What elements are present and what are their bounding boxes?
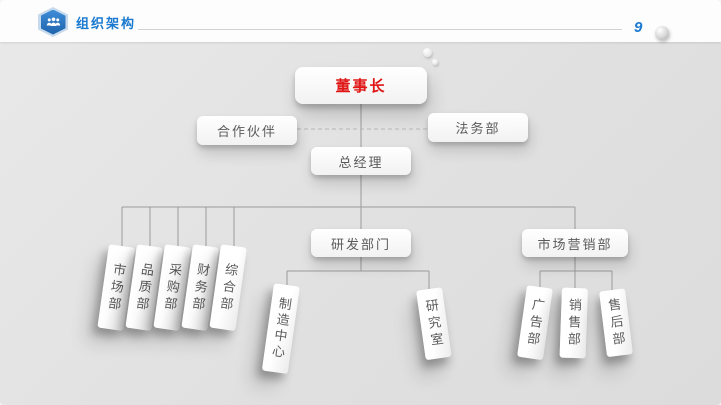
bubble-decoration (432, 59, 438, 65)
org-node-partners: 合作伙伴 (197, 116, 297, 145)
org-node-rd-department: 研发部门 (311, 229, 411, 257)
org-node-marketing-department: 市场营销部 (522, 229, 628, 257)
org-node-sales-dept: 销售部 (559, 287, 588, 359)
slide-header: 组织架构 9 (0, 0, 721, 42)
org-node-legal: 法务部 (428, 113, 528, 142)
page-title: 组织架构 (76, 16, 137, 31)
people-icon (40, 9, 66, 35)
header-hexagon (38, 7, 68, 37)
org-node-chairman: 董事长 (295, 67, 427, 104)
bubble-decoration (423, 48, 432, 57)
header-rule (138, 29, 622, 30)
org-node-general-manager: 总经理 (311, 147, 411, 175)
people-icon-glyph (46, 17, 60, 26)
sphere-decoration (655, 26, 669, 40)
page-number: 9 (634, 19, 643, 36)
